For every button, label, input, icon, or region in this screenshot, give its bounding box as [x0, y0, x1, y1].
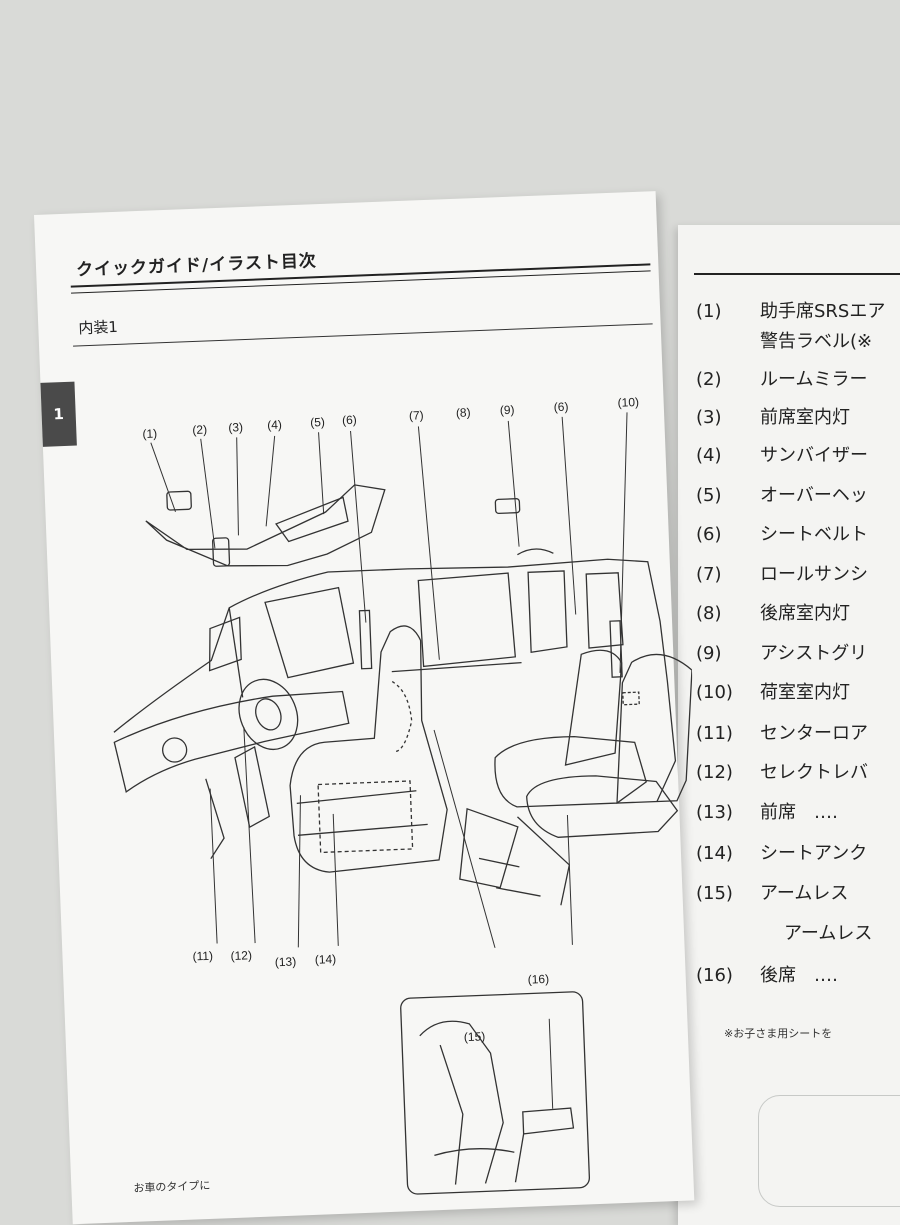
- callout-label-16: (16): [527, 971, 550, 987]
- subsection-rule: [73, 323, 653, 347]
- contents-item-15-cont: アームレス: [784, 923, 873, 944]
- callout-label-13: (13): [274, 954, 297, 970]
- contents-item-9: (9)アシストグリ: [696, 643, 868, 664]
- leader-lines: [150, 412, 628, 960]
- section-title: クイックガイド/イラスト目次: [75, 251, 318, 281]
- contents-item-3: (3)前席室内灯: [696, 407, 850, 428]
- background-watermark-shape: [758, 1095, 900, 1207]
- contents-item-15: (15)アームレス: [696, 883, 849, 904]
- child-seat-note: ※お子さま用シートを: [724, 1027, 833, 1040]
- contents-item-1-cont: 警告ラベル(※: [760, 331, 873, 352]
- left-page: クイックガイド/イラスト目次 内装1 1 (1) (2) (3) (4) (5)…: [34, 191, 695, 1225]
- contents-item-16: (16)後席 ‥‥: [696, 965, 839, 986]
- armrest-inset-illustration: [400, 991, 591, 1195]
- contents-item-13: (13)前席 ‥‥: [696, 802, 839, 823]
- interior-illustration: [113, 412, 693, 963]
- contents-item-12: (12)セレクトレバ: [696, 762, 868, 783]
- right-page-rule: [694, 273, 900, 275]
- contents-item-4: (4)サンバイザー: [696, 445, 868, 466]
- subsection-title: 内装1: [78, 317, 119, 338]
- contents-item-8: (8)後席室内灯: [696, 603, 850, 624]
- right-page: (1)助手席SRSエア 警告ラベル(※ (2)ルームミラー (3)前席室内灯 (…: [678, 225, 900, 1225]
- contents-item-5: (5)オーバーヘッ: [696, 485, 868, 506]
- chapter-tab: 1: [40, 381, 77, 447]
- contents-item-1: (1)助手席SRSエア: [696, 301, 886, 322]
- footer-note: お車のタイプに: [133, 1178, 211, 1195]
- contents-item-7: (7)ロールサンシ: [696, 564, 868, 585]
- contents-item-10: (10)荷室室内灯: [696, 682, 850, 703]
- contents-item-6: (6)シートベルト: [696, 524, 868, 545]
- contents-item-14: (14)シートアンク: [696, 843, 868, 864]
- contents-item-2: (2)ルームミラー: [696, 369, 868, 390]
- contents-item-11: (11)センターロア: [696, 723, 868, 744]
